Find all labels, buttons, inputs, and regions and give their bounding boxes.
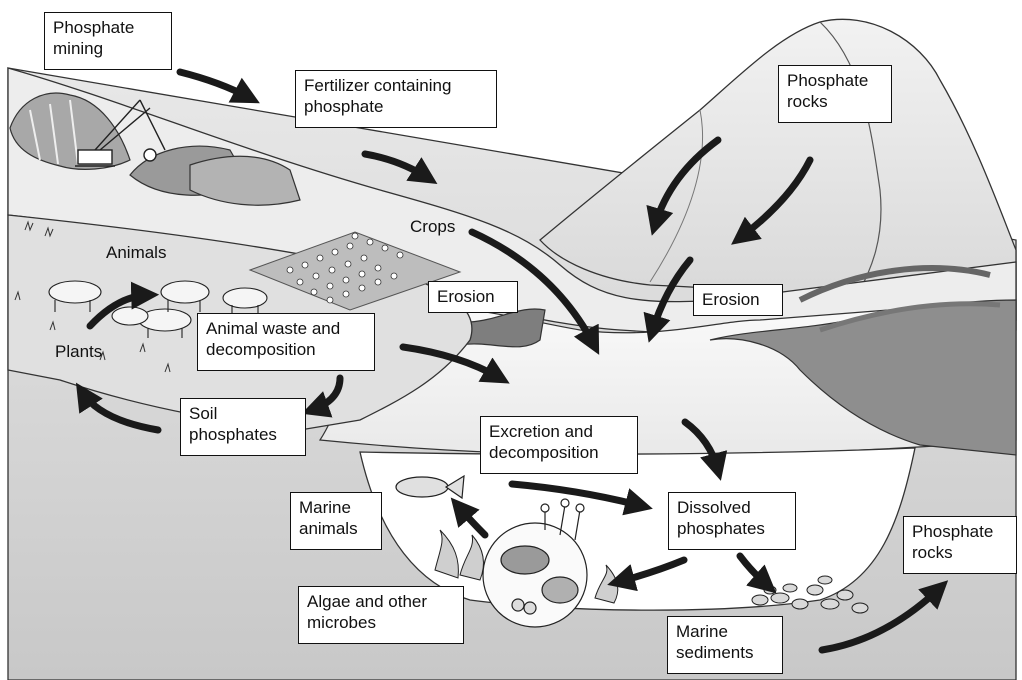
label-marine-animals: Marine animals xyxy=(290,492,382,550)
label-soil-phosphates: Soil phosphates xyxy=(180,398,306,456)
label-fertilizer: Fertilizer containing phosphate xyxy=(295,70,497,128)
label-algae: Algae and other microbes xyxy=(298,586,464,644)
label-animals: Animals xyxy=(106,243,166,263)
label-crops: Crops xyxy=(410,217,455,237)
label-erosion-right: Erosion xyxy=(693,284,783,316)
label-erosion-left: Erosion xyxy=(428,281,518,313)
label-animal-waste: Animal waste and decomposition xyxy=(197,313,375,371)
label-dissolved-phosphates: Dissolved phosphates xyxy=(668,492,796,550)
label-phosphate-mining: Phosphate mining xyxy=(44,12,172,70)
label-excretion: Excretion and decomposition xyxy=(480,416,638,474)
label-plants: Plants xyxy=(55,342,102,362)
label-phosphate-rocks-top: Phosphate rocks xyxy=(778,65,892,123)
label-marine-sediments: Marine sediments xyxy=(667,616,783,674)
label-phosphate-rocks-bottom: Phosphate rocks xyxy=(903,516,1017,574)
arrow-mining-to-fertilizer xyxy=(180,72,250,98)
